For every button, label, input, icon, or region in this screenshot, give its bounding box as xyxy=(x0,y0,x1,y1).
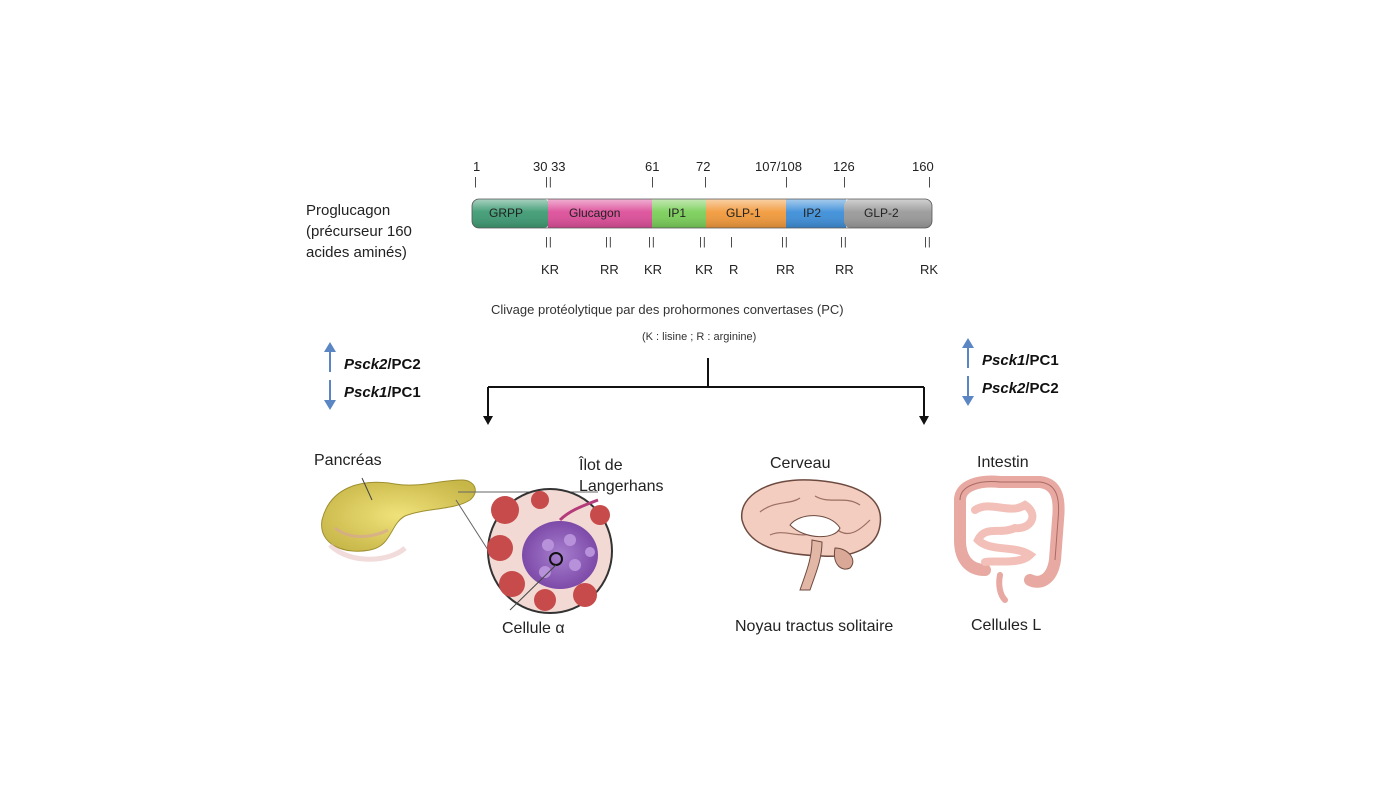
position-72: 72 xyxy=(696,159,711,174)
left-upregulated-enzyme: Psck2/PC2 xyxy=(344,356,421,373)
tick-bottom: || xyxy=(699,236,707,248)
left-down-gene: Psck1 xyxy=(344,384,388,401)
pancreas-illustration xyxy=(321,477,476,562)
tick-bottom: || xyxy=(545,236,553,248)
precursor-label: Proglucagon (précurseur 160 acides aminé… xyxy=(306,200,412,263)
right-up-arrow-icon xyxy=(962,338,974,368)
site-kr-3: KR xyxy=(695,262,714,277)
right-down-enzyme: /PC2 xyxy=(1025,380,1059,397)
right-upregulated-enzyme: Psck1/PC1 xyxy=(982,352,1059,369)
tick-top: | xyxy=(785,176,789,188)
tick-top: | xyxy=(843,176,847,188)
label-alpha-cell: Cellule α xyxy=(502,620,565,637)
label-pancreas: Pancréas xyxy=(314,452,382,469)
label-islet-line1: Îlot de xyxy=(579,457,623,474)
tick-bottom: | xyxy=(730,236,734,248)
tick-top: | xyxy=(928,176,932,188)
arrowhead-left-icon xyxy=(483,416,493,425)
position-61: 61 xyxy=(645,159,660,174)
right-up-gene: Psck1 xyxy=(982,352,1026,369)
tick-bottom: || xyxy=(605,236,613,248)
site-kr-2: KR xyxy=(644,262,663,277)
right-downregulated-enzyme: Psck2/PC2 xyxy=(982,380,1059,397)
tick-top: | xyxy=(651,176,655,188)
position-107-108: 107/108 xyxy=(755,159,802,174)
proglucagon-bar xyxy=(471,198,933,229)
left-up-arrow-icon xyxy=(324,342,336,372)
bar-gloss xyxy=(472,199,932,228)
label-islet: Îlot de Langerhans xyxy=(579,455,664,497)
position-126: 126 xyxy=(833,159,855,174)
tick-top: | xyxy=(474,176,478,188)
left-up-enzyme: /PC2 xyxy=(387,356,421,373)
left-down-enzyme: /PC1 xyxy=(387,384,421,401)
site-kr-1: KR xyxy=(541,262,560,277)
cleavage-legend: (K : lisine ; R : arginine) xyxy=(642,331,757,343)
right-down-arrow-icon xyxy=(962,376,974,406)
segment-label-glp2: GLP-2 xyxy=(864,206,899,220)
site-rr-1: RR xyxy=(600,262,619,277)
brain-illustration xyxy=(741,479,882,591)
segment-label-ip1: IP1 xyxy=(668,206,687,220)
arrowhead-right-icon xyxy=(919,416,929,425)
branch-connector xyxy=(487,358,925,418)
precursor-label-line1: Proglucagon xyxy=(306,202,391,219)
position-30-33: 30 33 xyxy=(533,159,566,174)
label-l-cells: Cellules L xyxy=(971,617,1042,634)
position-1: 1 xyxy=(473,159,481,174)
tick-bottom: || xyxy=(840,236,848,248)
site-r: R xyxy=(729,262,739,277)
segment-label-glucagon: Glucagon xyxy=(569,206,621,220)
right-up-enzyme: /PC1 xyxy=(1025,352,1059,369)
segment-label-grpp: GRPP xyxy=(489,206,524,220)
bar-outline xyxy=(471,198,933,229)
tick-top: | xyxy=(704,176,708,188)
label-brain: Cerveau xyxy=(770,455,831,472)
label-brain-nucleus: Noyau tractus solitaire xyxy=(735,618,894,635)
precursor-label-line2: (précurseur 160 xyxy=(306,223,412,240)
right-down-gene: Psck2 xyxy=(982,380,1026,397)
position-160: 160 xyxy=(912,159,934,174)
site-rk: RK xyxy=(920,262,939,277)
left-down-arrow-icon xyxy=(324,380,336,410)
label-islet-line2: Langerhans xyxy=(579,478,664,495)
islet-illustration xyxy=(487,488,613,614)
tick-bottom: || xyxy=(648,236,656,248)
tick-bottom: || xyxy=(781,236,789,248)
intestine-illustration xyxy=(954,475,1065,603)
label-intestine: Intestin xyxy=(977,454,1029,471)
site-rr-2: RR xyxy=(776,262,795,277)
tick-top: || xyxy=(545,176,553,188)
left-up-gene: Psck2 xyxy=(344,356,388,373)
cleavage-title: Clivage protéolytique par des prohormone… xyxy=(491,302,844,317)
precursor-label-line3: acides aminés) xyxy=(306,244,407,261)
segment-label-glp1: GLP-1 xyxy=(726,206,761,220)
tick-bottom: || xyxy=(924,236,932,248)
site-rr-3: RR xyxy=(835,262,854,277)
left-downregulated-enzyme: Psck1/PC1 xyxy=(344,384,421,401)
segment-label-ip2: IP2 xyxy=(803,206,822,220)
